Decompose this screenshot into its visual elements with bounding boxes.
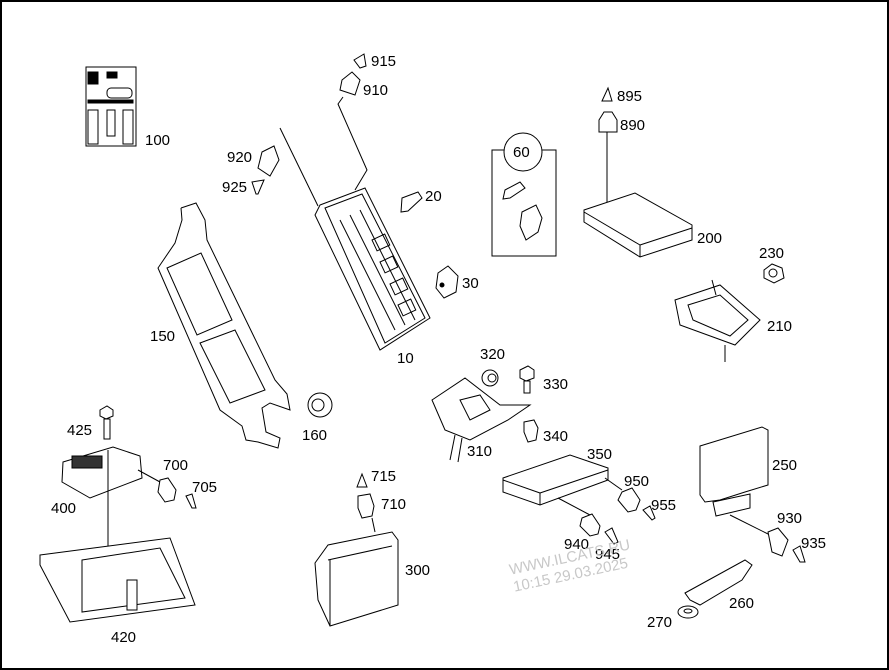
relay-30[interactable] (435, 265, 459, 299)
control-unit-400[interactable] (61, 446, 161, 590)
callout-300[interactable]: 300 (405, 562, 431, 579)
fuse-relay-box-10[interactable] (279, 96, 431, 351)
connector-950[interactable] (617, 487, 641, 513)
callout-420[interactable]: 420 (111, 629, 137, 646)
callout-950[interactable]: 950 (624, 473, 650, 490)
fuse-20[interactable] (400, 191, 423, 213)
callout-935[interactable]: 935 (801, 535, 827, 552)
callout-930[interactable]: 930 (777, 510, 803, 527)
callout-425[interactable]: 425 (67, 422, 93, 439)
control-unit-200[interactable] (583, 192, 693, 258)
bracket-210[interactable] (674, 279, 761, 362)
nut-230[interactable] (763, 263, 785, 284)
callout-150[interactable]: 150 (150, 328, 176, 345)
fuse-pin-915[interactable] (353, 53, 367, 69)
connector-890[interactable] (598, 111, 618, 205)
nut-160[interactable] (307, 392, 333, 418)
callout-715[interactable]: 715 (371, 468, 397, 485)
callout-895[interactable]: 895 (617, 88, 643, 105)
connector-920[interactable] (257, 145, 280, 177)
bolt-425[interactable] (99, 405, 114, 440)
fuse-pin-895[interactable] (601, 86, 613, 102)
bracket-260[interactable] (684, 559, 753, 606)
fuse-pin-955[interactable] (642, 505, 656, 521)
callout-400[interactable]: 400 (51, 500, 77, 517)
callout-100[interactable]: 100 (145, 132, 171, 149)
callout-230[interactable]: 230 (759, 245, 785, 262)
nut-320[interactable] (481, 369, 499, 387)
connector-940[interactable] (579, 513, 601, 537)
callout-705[interactable]: 705 (192, 479, 218, 496)
callout-340[interactable]: 340 (543, 428, 569, 445)
callout-20[interactable]: 20 (425, 188, 442, 205)
bracket-310[interactable] (431, 377, 532, 463)
connector-700[interactable] (157, 477, 177, 503)
callout-330[interactable]: 330 (543, 376, 569, 393)
connector-710[interactable] (357, 493, 376, 533)
callout-350[interactable]: 350 (587, 446, 613, 463)
callout-160[interactable]: 160 (302, 427, 328, 444)
fuse-pin-935[interactable] (792, 545, 806, 563)
callout-940[interactable]: 940 (564, 536, 590, 553)
callout-955[interactable]: 955 (651, 497, 677, 514)
control-unit-250[interactable] (699, 426, 771, 536)
fuse-pin-715[interactable] (356, 472, 368, 488)
callout-710[interactable]: 710 (381, 496, 407, 513)
callout-945[interactable]: 945 (595, 546, 621, 563)
bracket-150[interactable] (157, 202, 291, 449)
callout-320[interactable]: 320 (480, 346, 506, 363)
callout-270[interactable]: 270 (647, 614, 673, 631)
callout-60[interactable]: 60 (513, 144, 530, 161)
callout-890[interactable]: 890 (620, 117, 646, 134)
callout-920[interactable]: 920 (227, 149, 253, 166)
control-unit-300[interactable] (314, 531, 399, 627)
callout-910[interactable]: 910 (363, 82, 389, 99)
fuse-pin-925[interactable] (251, 179, 265, 195)
callout-925[interactable]: 925 (222, 179, 248, 196)
fuse-pin-705[interactable] (185, 493, 197, 509)
grommet-270[interactable] (677, 605, 699, 619)
connector-910[interactable] (339, 71, 361, 96)
callout-210[interactable]: 210 (767, 318, 793, 335)
callout-200[interactable]: 200 (697, 230, 723, 247)
callout-250[interactable]: 250 (772, 457, 798, 474)
clip-nut-340[interactable] (523, 419, 539, 443)
callout-10[interactable]: 10 (397, 350, 414, 367)
fuse-pin-945[interactable] (604, 527, 619, 545)
bolt-330[interactable] (519, 365, 535, 394)
callout-260[interactable]: 260 (729, 595, 755, 612)
callout-700[interactable]: 700 (163, 457, 189, 474)
tray-420[interactable] (39, 537, 196, 623)
label-sticker-100[interactable] (85, 66, 137, 147)
callout-310[interactable]: 310 (467, 443, 493, 460)
callout-915[interactable]: 915 (371, 53, 397, 70)
control-unit-350[interactable] (502, 454, 623, 516)
callout-30[interactable]: 30 (462, 275, 479, 292)
kit-60[interactable] (491, 132, 557, 257)
connector-930[interactable] (767, 527, 789, 557)
